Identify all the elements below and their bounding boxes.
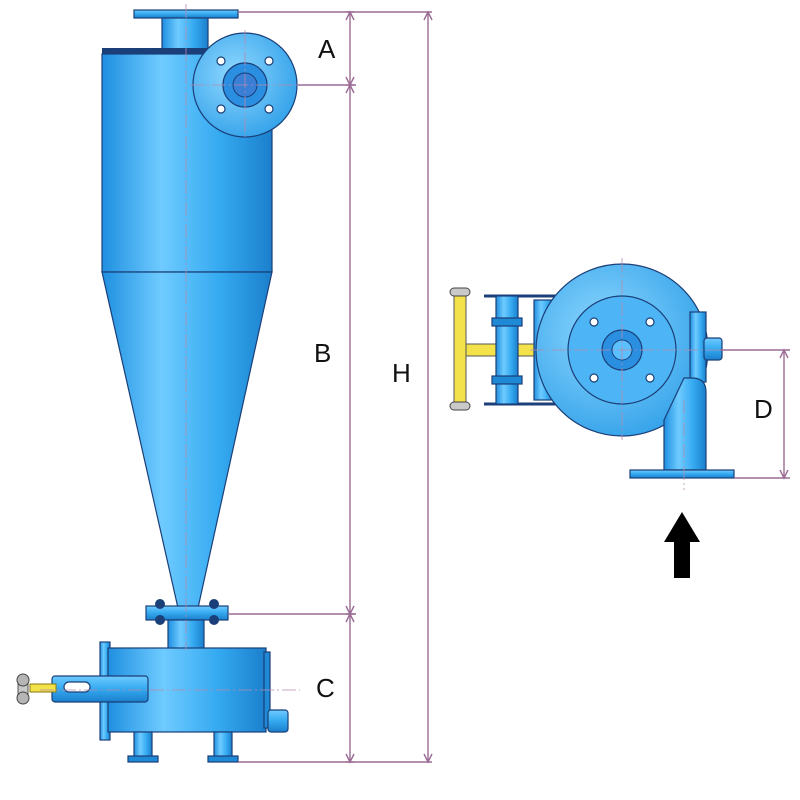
drain-valve — [16, 673, 149, 705]
dim-d: D — [720, 348, 790, 480]
dim-ticks-abc — [345, 10, 355, 764]
arrow-up-icon — [664, 512, 700, 578]
dimension-lines: A B C H — [228, 10, 433, 764]
side-view: D — [449, 258, 790, 578]
dim-label-c: C — [316, 673, 335, 703]
dim-label-h: H — [392, 358, 411, 388]
inlet-elbow — [629, 311, 735, 479]
cone-section — [101, 271, 273, 609]
dim-label-a: A — [318, 34, 336, 64]
dim-label-b: B — [314, 338, 331, 368]
front-view — [16, 4, 300, 763]
cone-outlet-flange — [145, 599, 229, 651]
dim-label-d: D — [754, 394, 773, 424]
